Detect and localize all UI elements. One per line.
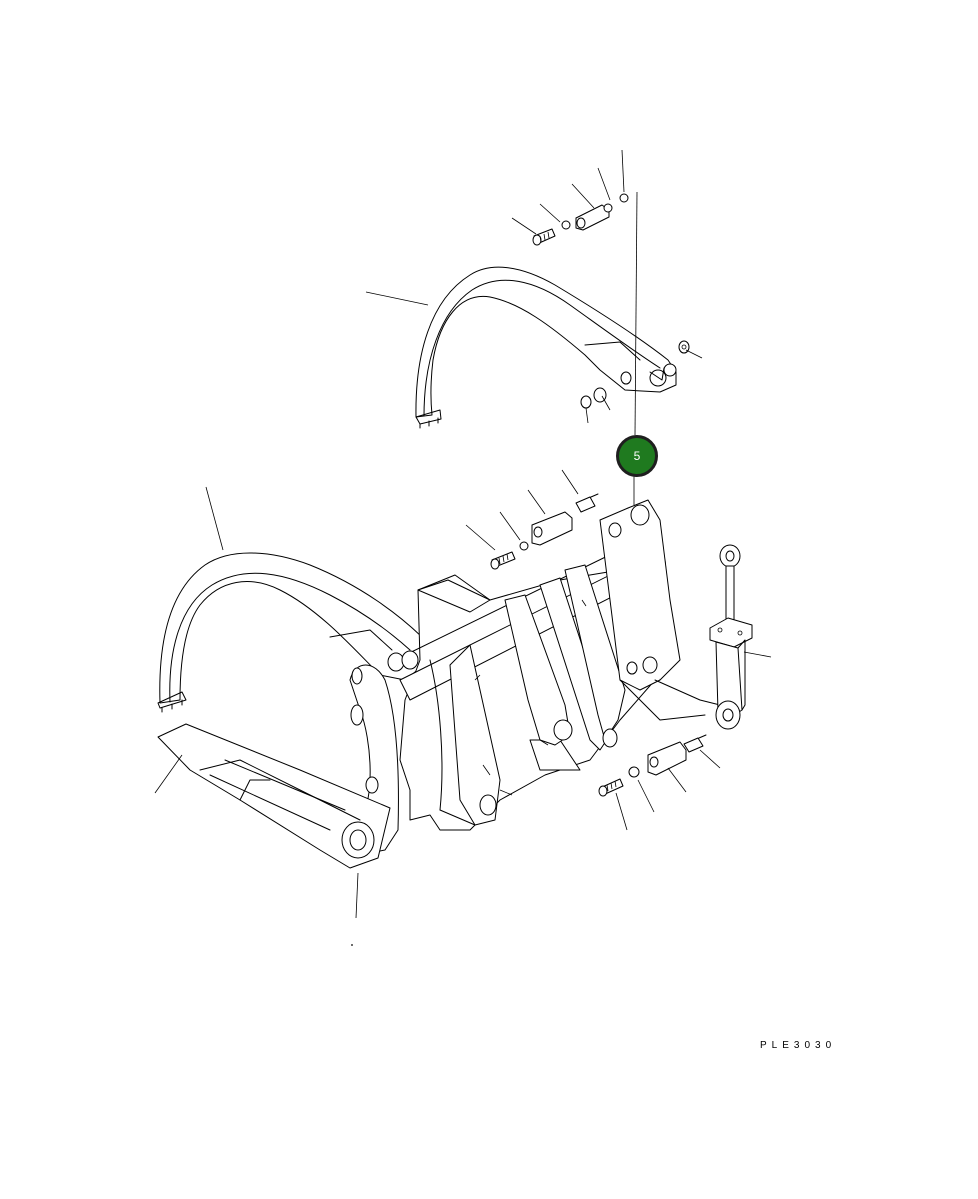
middle-hardware [490,493,599,570]
upper-grapple-arm [415,266,677,429]
hydraulic-cylinder [709,544,753,730]
upper-hardware [532,193,690,409]
lower-grapple-assembly [157,499,721,869]
leader-lines [154,149,772,946]
drawing-code: PLE3030 [760,1040,837,1051]
lower-right-hardware [598,734,707,797]
callout-number-5[interactable]: 5 [616,435,658,477]
